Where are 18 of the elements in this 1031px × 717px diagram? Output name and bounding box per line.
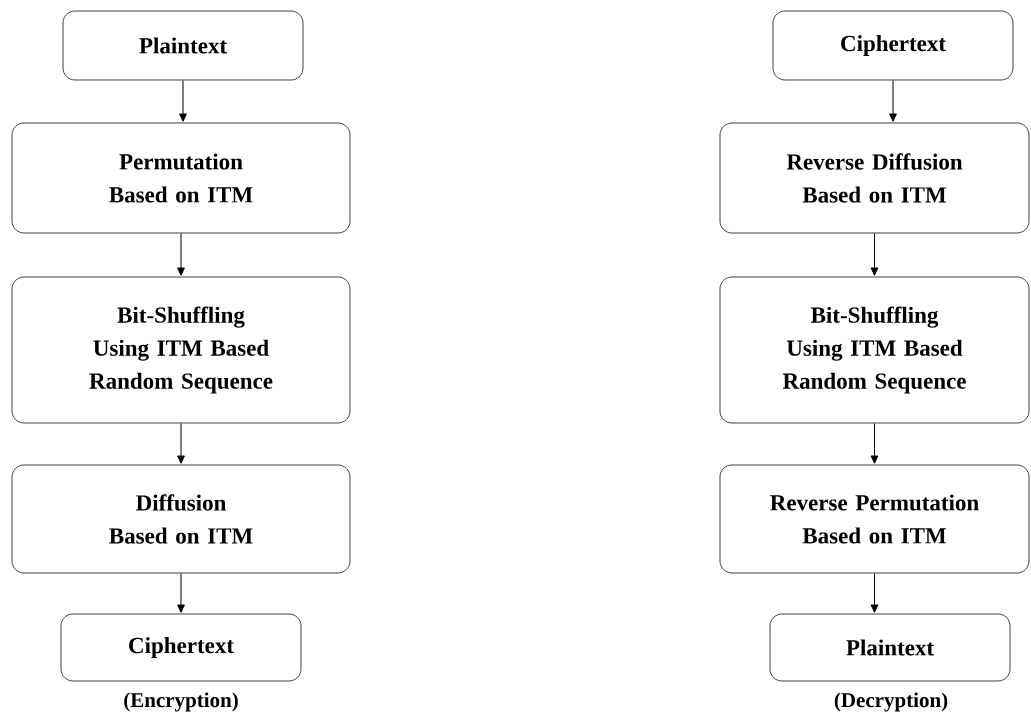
process-box: Reverse Permutation Based on ITM [719,464,1030,574]
process-box: Ciphertext [772,10,1014,81]
process-box: Permutation Based on ITM [11,122,351,234]
arrow [870,573,879,613]
process-box: Plaintext [62,10,304,81]
arrow [177,573,185,613]
process-box: Bit-Shuffling Using ITM Based Random Sequence [719,276,1030,424]
process-box: Diffusion Based on ITM [11,464,351,574]
process-box: Reverse Diffusion Based on ITM [719,122,1030,234]
arrow [870,233,879,276]
arrow [889,80,897,122]
arrow [177,233,185,276]
arrow [179,80,187,122]
arrow [177,423,185,464]
process-box: Bit-Shuffling Using ITM Based Random Sequence [11,276,351,424]
process-box: Plaintext [769,613,1011,682]
arrow [870,423,879,464]
process-box: Ciphertext [60,613,302,682]
